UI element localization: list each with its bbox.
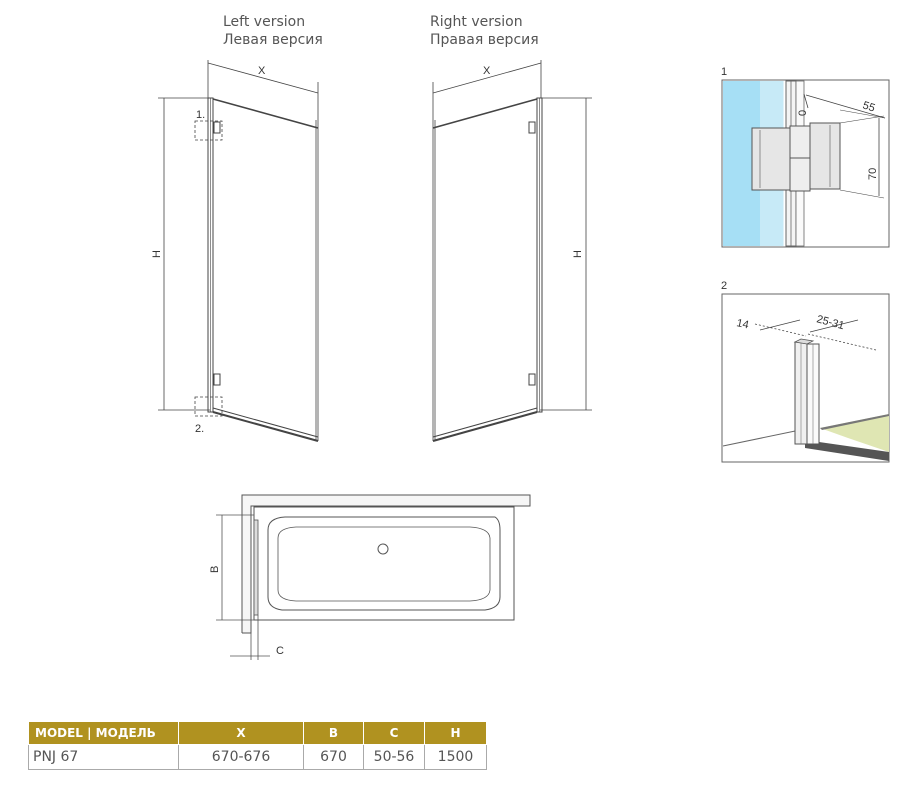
detail-1-width: 55 [861, 99, 876, 114]
detail-2-label: 2 [721, 280, 727, 292]
left-dim-x: X [258, 65, 266, 77]
header-x: X [178, 721, 304, 745]
cell-x: 670-676 [178, 744, 304, 770]
table-row: PNJ 67 670-676 670 50-56 1500 [28, 744, 487, 770]
detail-1-label: 1 [721, 66, 727, 78]
spec-table-header: MODEL | МОДЕЛЬ X B C H [28, 721, 487, 745]
header-h: H [424, 721, 487, 745]
detail-2-dim-14: 14 [735, 317, 749, 331]
cell-model: PNJ 67 [28, 744, 179, 770]
left-version-en: Left version [223, 14, 306, 30]
left-dim-h: H [151, 250, 163, 258]
detail-1-hinge [721, 79, 890, 248]
right-version-ru: Правая версия [430, 32, 539, 48]
right-version-panel [432, 60, 592, 442]
callout-2: 2. [195, 423, 204, 435]
right-version-en: Right version [430, 14, 523, 30]
bathtub-plan [216, 494, 531, 660]
tub-dim-b: B [209, 566, 221, 573]
right-dim-x: X [483, 65, 491, 77]
detail-2-profile [721, 293, 890, 463]
left-version-panel [158, 60, 319, 442]
right-version-caption: Right version Правая версия [430, 13, 539, 49]
cell-c: 50-56 [363, 744, 425, 770]
spec-table: MODEL | МОДЕЛЬ X B C H PNJ 67 670-676 67… [28, 721, 487, 770]
left-version-caption: Left version Левая версия [223, 13, 323, 49]
header-c: C [363, 721, 425, 745]
callout-1: 1. [196, 109, 205, 121]
right-dim-h: H [572, 250, 584, 258]
detail-1-zero: 0 [797, 110, 809, 116]
detail-1-height: 70 [867, 168, 879, 180]
left-version-ru: Левая версия [223, 32, 323, 48]
header-model: MODEL | МОДЕЛЬ [28, 721, 179, 745]
header-b: B [303, 721, 364, 745]
tub-dim-c: C [276, 645, 284, 657]
cell-h: 1500 [424, 744, 487, 770]
cell-b: 670 [303, 744, 364, 770]
